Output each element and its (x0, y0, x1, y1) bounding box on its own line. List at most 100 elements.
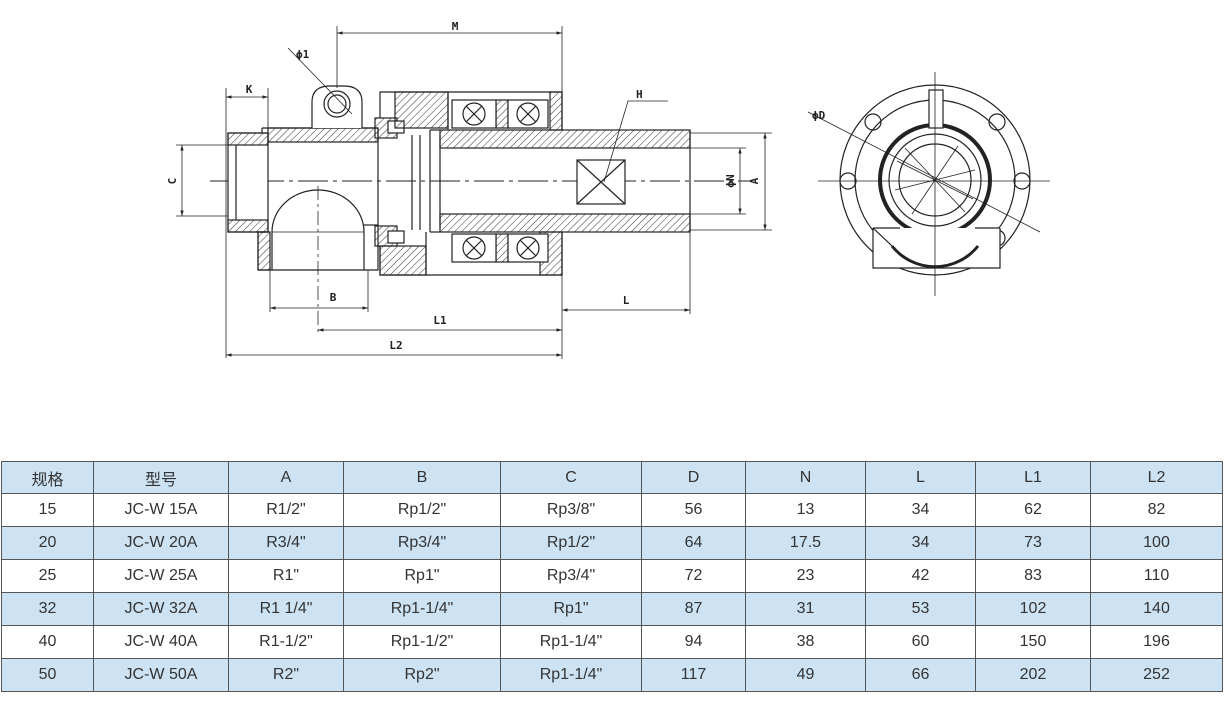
side-section-view (176, 26, 772, 359)
table-cell: 82 (1090, 493, 1223, 527)
outlet-extension-lines (690, 132, 772, 231)
table-cell: 53 (865, 592, 976, 626)
table-cell: 42 (865, 559, 976, 593)
table-cell: 140 (1090, 592, 1223, 626)
seal-assembly (374, 117, 441, 247)
table-cell: JC-W 32A (93, 592, 229, 626)
table-cell: 40 (1, 625, 94, 659)
k-dimension (225, 88, 269, 358)
table-cell: R3/4" (228, 526, 344, 560)
label-l2: L2 (389, 339, 402, 352)
l1-dimension (317, 186, 562, 334)
label-c: C (166, 178, 179, 185)
label-phi1: ϕ1 (296, 48, 310, 61)
table-cell: 72 (641, 559, 746, 593)
table-cell: R1/2" (228, 493, 344, 527)
table-cell: JC-W 50A (93, 658, 229, 692)
label-phin: ϕN (724, 174, 737, 187)
table-cell: 110 (1090, 559, 1223, 593)
table-cell: 15 (1, 493, 94, 527)
table-cell: JC-W 25A (93, 559, 229, 593)
table-cell: 117 (641, 658, 746, 692)
label-b: B (330, 291, 337, 304)
table-cell: Rp1-1/2" (343, 625, 501, 659)
table-cell: JC-W 15A (93, 493, 229, 527)
h-leader (603, 100, 668, 183)
lug-hole (323, 90, 351, 118)
phi1-leader (287, 47, 353, 115)
table-cell: 49 (745, 658, 866, 692)
table-cell: 17.5 (745, 526, 866, 560)
table-cell: R2" (228, 658, 344, 692)
table-cell: 196 (1090, 625, 1223, 659)
column-header: D (641, 461, 746, 494)
mounting-lug (311, 85, 363, 128)
table-cell: 60 (865, 625, 976, 659)
table-cell: 34 (865, 493, 976, 527)
label-m: M (452, 20, 459, 33)
table-cell: 31 (745, 592, 866, 626)
table-cell: Rp1-1/4" (343, 592, 501, 626)
table-cell: Rp1-1/4" (500, 658, 642, 692)
table-cell: 13 (745, 493, 866, 527)
table-cell: 34 (865, 526, 976, 560)
bottom-lug (872, 227, 1001, 269)
column-header: N (745, 461, 866, 494)
table-cell: 102 (975, 592, 1091, 626)
l-dimension (561, 232, 691, 359)
end-view (807, 72, 1050, 296)
table-cell: 252 (1090, 658, 1223, 692)
top-key (928, 89, 944, 129)
table-cell: 202 (975, 658, 1091, 692)
label-k: K (246, 83, 253, 96)
table-cell: 38 (745, 625, 866, 659)
bearing-bottom-2 (507, 233, 549, 263)
table-cell: 20 (1, 526, 94, 560)
table-cell: 73 (975, 526, 1091, 560)
label-a: A (748, 177, 761, 184)
table-cell: Rp3/4" (343, 526, 501, 560)
table-cell: Rp2" (343, 658, 501, 692)
column-header: B (343, 461, 501, 494)
label-l: L (623, 294, 630, 307)
end-view-center-lines (818, 72, 1050, 296)
table-cell: R1 1/4" (228, 592, 344, 626)
technical-drawing: M ϕ1 K H C ϕN A B L L1 L2 ϕD (166, 20, 1050, 359)
table-cell: 32 (1, 592, 94, 626)
table-cell: Rp1" (500, 592, 642, 626)
label-h: H (636, 88, 643, 101)
table-cell: 64 (641, 526, 746, 560)
table-cell: 94 (641, 625, 746, 659)
label-l1: L1 (433, 314, 447, 327)
table-cell: JC-W 40A (93, 625, 229, 659)
table-cell: 23 (745, 559, 866, 593)
table-cell: 100 (1090, 526, 1223, 560)
column-header: 规格 (1, 461, 94, 494)
column-header: A (228, 461, 344, 494)
column-header: L1 (975, 461, 1091, 494)
threaded-inlet (227, 132, 269, 233)
table-cell: Rp1-1/4" (500, 625, 642, 659)
table-cell: JC-W 20A (93, 526, 229, 560)
table-cell: Rp3/4" (500, 559, 642, 593)
table-cell: 25 (1, 559, 94, 593)
table-cell: 62 (975, 493, 1091, 527)
phid-leader (807, 111, 1041, 233)
table-cell: 87 (641, 592, 746, 626)
table-cell: Rp1/2" (343, 493, 501, 527)
b-dimension (269, 270, 369, 312)
dimension-lines (176, 26, 767, 359)
bearing-top-1 (451, 99, 497, 129)
table-cell: 83 (975, 559, 1091, 593)
c-dimension (176, 144, 228, 217)
square-drive (576, 159, 626, 205)
table-cell: R1" (228, 559, 344, 593)
table-cell: R1-1/2" (228, 625, 344, 659)
table-cell: 66 (865, 658, 976, 692)
column-header: L (865, 461, 976, 494)
